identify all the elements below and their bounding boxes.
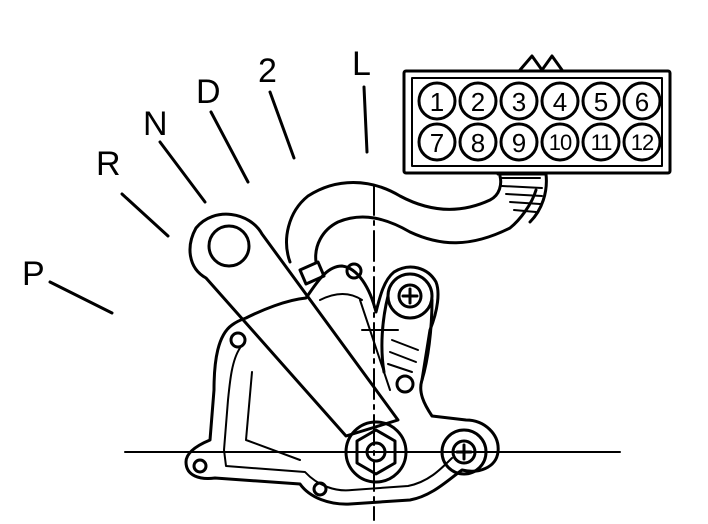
connector-pin-label: 10 [549,130,572,155]
harness-inner-edge [314,188,538,264]
harness-boot-ribs [499,177,543,213]
lever-pivot-shaft [365,441,387,463]
lower-bolt-washer [451,439,477,465]
connector-pin-circle [417,122,457,162]
connector-pin-label: 8 [471,128,485,158]
connector-pin-circle [458,122,498,162]
leader-line-r [120,192,170,238]
position-label-d: D [196,73,221,111]
connector-pin-row-1: 1 2 3 4 5 6 [417,81,662,121]
lever-arm-outline [188,212,400,438]
connector-inner-frame [411,77,663,167]
connector-pin-label: 2 [471,87,485,117]
connector-pin-circle [499,81,539,121]
connector-housing [402,69,672,175]
position-label-r: R [96,145,121,183]
position-leader-lines [48,85,369,315]
switch-housing [184,262,500,506]
mounting-hole-bottom [312,481,328,497]
connector-pin-label: 1 [430,87,444,117]
connector-pin-circle [540,81,580,121]
connector-pin-label: 11 [591,130,613,155]
lower-bolt-head [440,428,488,476]
bracket-hatching [387,339,419,373]
connector-pin-label: 5 [594,87,608,117]
connector-pin-row-2: 7 8 9 10 11 12 [417,122,662,162]
mounting-hole-right [395,374,415,394]
housing-inner-rib [245,293,391,461]
connector-pin-circle [622,122,662,162]
lever-pivot-nut [344,420,408,484]
connector-pin-circle [499,122,539,162]
leader-line-p [48,280,114,315]
mounting-hole-lower-left [192,458,208,474]
mounting-hole-top [345,262,363,280]
connector-pin-label: 9 [512,128,526,158]
upper-bolt-washer [397,283,423,309]
harness-clamp [298,260,326,286]
mounting-hole-upper-left [229,331,247,349]
lever-pivot-hex [355,428,397,476]
centerlines [124,184,621,521]
leader-line-l [362,85,369,154]
connector-pin-circle [417,81,457,121]
upper-bolt-bracket [380,294,434,382]
leader-line-2 [268,90,296,160]
connector-pin-circle [622,81,662,121]
connector-pin-label: 12 [631,130,654,155]
position-label-n: N [143,105,168,143]
leader-line-d [209,110,250,184]
position-labels: P R N D 2 L [22,45,371,293]
connector-pin-circle [540,122,580,162]
leader-line-n [158,140,207,204]
housing-inner-outline [223,347,453,492]
connector-latch [518,54,564,72]
connector-pin-label: 4 [553,87,567,117]
connector-pin-label: 3 [512,87,526,117]
lever-top-hole [207,224,251,268]
connector: 1 2 3 4 5 6 7 8 9 10 11 12 [402,54,672,175]
position-label-p: P [22,255,45,293]
selector-lever [188,212,408,484]
connector-pin-circle [581,81,621,121]
connector-pin-circle [458,81,498,121]
adjustment-bolts [380,272,488,476]
position-label-l: L [352,45,371,83]
position-label-2: 2 [258,52,277,90]
harness-outer-edge [285,174,503,264]
connector-pin-label: 7 [430,128,444,158]
connector-pin-label: 6 [635,87,649,117]
housing-outline [184,264,500,506]
connector-pin-circle [581,122,621,162]
